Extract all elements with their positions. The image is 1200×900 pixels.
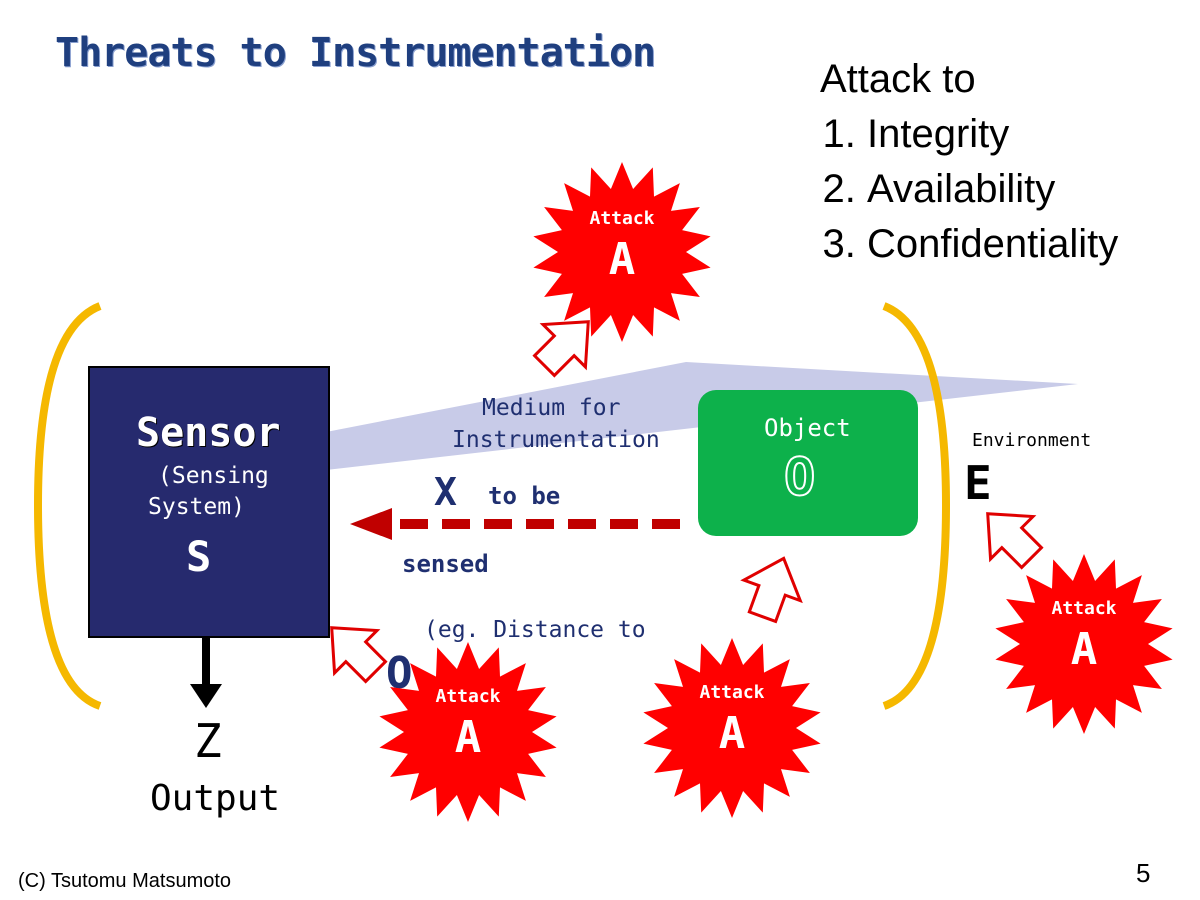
attack-badge-label: Attack — [589, 208, 655, 229]
copyright-footer: (C) Tsutomu Matsumoto — [18, 870, 232, 892]
attack-badge-symbol: A — [454, 712, 482, 763]
page-title: Threats to Instrumentation — [55, 30, 656, 76]
page-number: 5 — [1136, 858, 1151, 888]
attack-arrow-env — [986, 512, 1044, 570]
attack-badge-label: Attack — [699, 682, 765, 703]
environment-label: Environment — [972, 430, 1092, 451]
attack-arrow-object — [740, 556, 803, 624]
sensor-subtitle-line2: System) — [148, 494, 245, 520]
attack-arrow-top — [532, 320, 590, 378]
medium-label-line1: Medium for — [482, 395, 621, 421]
signal-symbol: X — [434, 470, 457, 514]
burst-polygon — [533, 162, 711, 342]
object-box — [698, 390, 918, 536]
attack-burst-medium: Attack A — [530, 160, 714, 344]
signal-arrow-head — [350, 508, 392, 540]
object-title: Object — [764, 414, 851, 442]
attack-arrow-sensor — [330, 626, 388, 684]
attack-targets-list: Attack to Integrity Availability Confide… — [820, 52, 1118, 272]
sensor-title: Sensor — [136, 410, 281, 456]
burst-polygon — [379, 642, 557, 822]
attack-list-items: Integrity Availability Confidentiality — [820, 107, 1118, 272]
attack-burst-sensor: Attack A — [376, 640, 560, 824]
environment-symbol: E — [964, 456, 992, 510]
attack-burst-environment: Attack A — [992, 552, 1176, 736]
attack-badge-symbol: A — [718, 708, 746, 759]
output-arrow-head — [190, 684, 222, 708]
attack-badge-label: Attack — [1051, 598, 1117, 619]
burst-star-icon — [379, 642, 557, 822]
signal-example: (eg. Distance to — [424, 617, 646, 643]
attack-badge-label: Attack — [435, 686, 501, 707]
output-symbol: Z — [194, 714, 222, 768]
attack-list-heading: Attack to — [820, 57, 976, 101]
burst-star-icon — [995, 554, 1173, 734]
burst-polygon — [995, 554, 1173, 734]
signal-text-sensed: sensed — [402, 550, 489, 578]
sensor-subtitle-line1: (Sensing — [158, 463, 269, 489]
attack-burst-object: Attack A — [640, 636, 824, 820]
signal-text-to-be: to be — [488, 482, 561, 510]
output-label: Output — [150, 778, 281, 819]
sensor-box — [88, 366, 330, 638]
attack-item-availability: Availability — [867, 162, 1118, 217]
burst-star-icon — [533, 162, 711, 342]
medium-label-line2: Instrumentation — [452, 427, 660, 453]
attack-badge-symbol: A — [608, 234, 636, 285]
left-bracket — [33, 302, 102, 710]
attack-item-integrity: Integrity — [867, 107, 1118, 162]
object-symbol: O — [783, 447, 816, 509]
sensor-symbol: S — [186, 532, 212, 581]
burst-star-icon — [643, 638, 821, 818]
attack-badge-symbol: A — [1070, 624, 1098, 675]
burst-polygon — [643, 638, 821, 818]
right-bracket — [882, 302, 951, 710]
attack-item-confidentiality: Confidentiality — [867, 217, 1118, 272]
